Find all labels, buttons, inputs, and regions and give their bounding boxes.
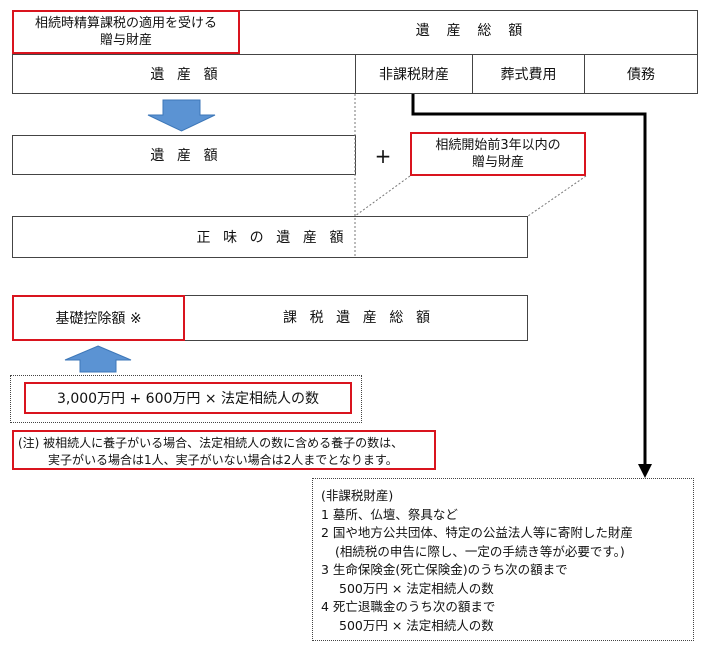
blue-down-arrow bbox=[147, 99, 216, 132]
estate-amount-box: 遺産額 bbox=[12, 135, 356, 175]
nontaxable-item-3: 3 生命保険金(死亡保険金)のうち次の額まで bbox=[321, 562, 568, 577]
nontaxable-item-1: 1 墓所、仏壇、祭具など bbox=[321, 506, 458, 522]
blue-up-arrow bbox=[64, 345, 132, 373]
plus-sign: + bbox=[374, 144, 392, 168]
prior-gift-line-1: 相続開始前3年以内の bbox=[435, 138, 561, 153]
taxable-total-label: 課税遺産総額 bbox=[282, 309, 443, 326]
prior-gift-property-box: 相続開始前3年以内の 贈与財産 bbox=[410, 132, 586, 176]
prior-gift-line-2: 贈与財産 bbox=[471, 155, 524, 170]
formula-box: 3,000万円 + 600万円 × 法定相続人の数 bbox=[24, 382, 352, 414]
note-line-1: (注) 被相続人に養子がいる場合、法定相続人の数に含める養子の数は、 bbox=[18, 436, 404, 450]
settlement-gift-property-box: 相続時精算課税の適用を受ける 贈与財産 bbox=[12, 10, 240, 54]
adoption-note-box: (注) 被相続人に養子がいる場合、法定相続人の数に含める養子の数は、 実子がいる… bbox=[12, 430, 436, 470]
net-estate-box: 正味の遺産額 bbox=[12, 216, 528, 258]
funeral-cell: 葬式費用 bbox=[472, 54, 585, 94]
total-estate-label: 遺産総額 bbox=[415, 22, 539, 39]
nontaxable-item-2: 2 国や地方公共団体、特定の公益法人等に寄附した財産 bbox=[321, 525, 633, 540]
estate-amount-cell: 遺産額 bbox=[12, 54, 356, 94]
nontaxable-item-2-note: (相続税の申告に際し、一定の手続き等が必要です。) bbox=[335, 543, 625, 559]
settlement-gift-line-2: 贈与財産 bbox=[99, 33, 152, 48]
nontaxable-list-box: (非課税財産) 1 墓所、仏壇、祭具など 2 国や地方公共団体、特定の公益法人等… bbox=[312, 478, 694, 641]
nontaxable-item-3-amount: 500万円 × 法定相続人の数 bbox=[339, 580, 494, 596]
note-line-2: 実子がいる場合は1人、実子がいない場合は2人までとなります。 bbox=[48, 453, 398, 467]
settlement-gift-line-1: 相続時精算課税の適用を受ける bbox=[34, 16, 217, 31]
debt-cell: 債務 bbox=[584, 54, 698, 94]
nontaxable-list-heading: (非課税財産) bbox=[321, 488, 394, 503]
dotted-guide-right bbox=[527, 175, 587, 217]
dotted-guide-left bbox=[354, 175, 411, 217]
basic-deduction-box: 基礎控除額 ※ bbox=[12, 295, 185, 341]
nontaxable-cell: 非課税財産 bbox=[355, 54, 473, 94]
nontaxable-item-4-amount: 500万円 × 法定相続人の数 bbox=[339, 617, 494, 633]
nontaxable-elbow-arrow-head bbox=[638, 464, 652, 478]
nontaxable-item-4: 4 死亡退職金のうち次の額まで bbox=[321, 599, 496, 614]
